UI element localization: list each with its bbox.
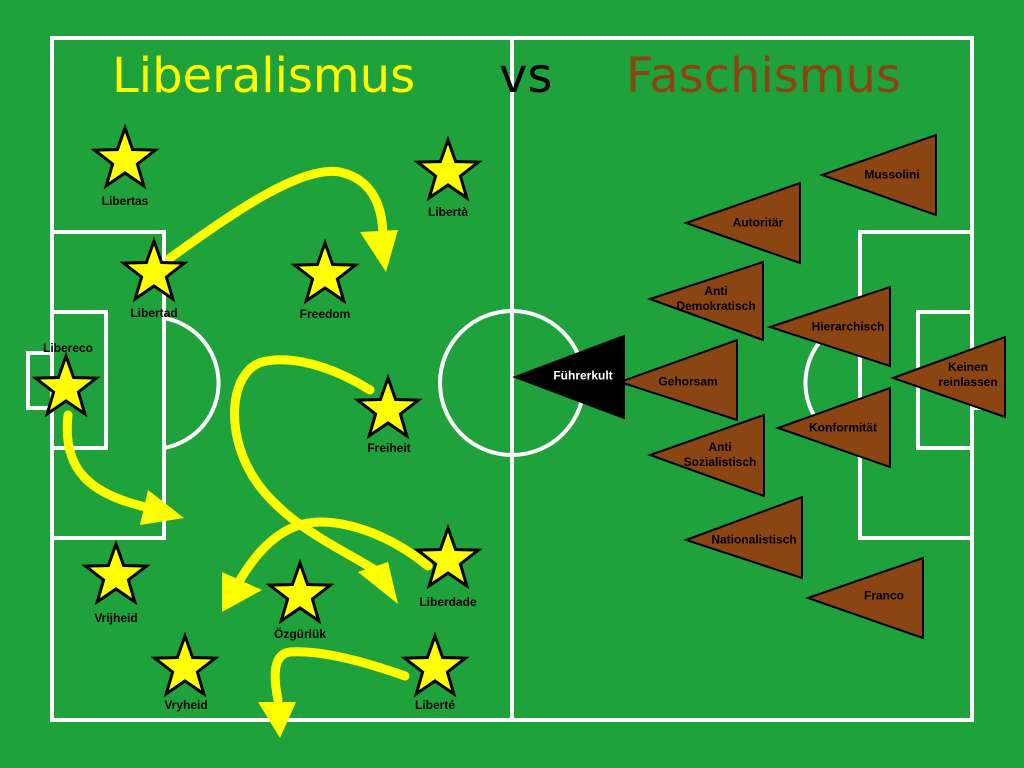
label-libertas: Libertas xyxy=(101,194,149,208)
arrow-freiheit-loop xyxy=(230,355,380,575)
left-penalty-arc xyxy=(163,316,221,450)
label-freedom: Freedom xyxy=(299,307,351,321)
label-vryheid: Vryheid xyxy=(164,698,208,712)
star-ozgurluk xyxy=(265,558,335,625)
fascist-triangles xyxy=(512,133,1006,640)
arrowhead-liberte-curve xyxy=(258,702,296,738)
title-faschismus: Faschismus xyxy=(626,48,901,104)
label-hierarchisch: Hierarchisch xyxy=(811,319,885,334)
label-libereco: Libereco xyxy=(42,341,94,355)
label-mussolini: Mussolini xyxy=(864,167,920,182)
arrow-liberdade-loop xyxy=(235,517,433,585)
label-liberta: Libertà xyxy=(427,205,469,219)
label-freiheit: Freiheit xyxy=(367,441,411,455)
label-ozgurluk: Özgürlük xyxy=(273,627,327,641)
triangle-anti-sozialistisch xyxy=(647,413,765,498)
label-liberdade: Liberdade xyxy=(419,595,477,609)
label-liberte: Liberté xyxy=(414,698,456,712)
label-franco: Franco xyxy=(863,588,905,603)
triangle-franco xyxy=(804,556,924,640)
title-vs: vs xyxy=(499,48,553,104)
label-libertad: Libertad xyxy=(130,306,178,320)
triangle-konformitaet xyxy=(774,386,891,469)
star-libertad xyxy=(119,236,189,303)
triangle-autoritaer xyxy=(682,181,801,265)
star-liberta xyxy=(413,135,483,202)
label-nationalistisch: Nationalistisch xyxy=(711,532,797,547)
star-liberte xyxy=(400,631,470,698)
star-libertas xyxy=(90,123,160,190)
label-konformitaet: Konformität xyxy=(809,420,877,435)
label-anti-sozialistisch: Anti Sozialistisch xyxy=(683,440,757,469)
arrowhead-libereco-down xyxy=(140,490,184,525)
triangle-anti-demokratisch xyxy=(646,260,764,342)
star-freiheit xyxy=(353,373,423,440)
triangle-gehorsam xyxy=(616,338,738,422)
arrowhead-freiheit-loop xyxy=(358,562,398,604)
star-libereco xyxy=(31,351,101,418)
triangle-hierarchisch xyxy=(766,285,891,368)
label-autoritaer: Autoritär xyxy=(732,215,784,230)
star-liberdade xyxy=(413,523,483,590)
star-vrijheid xyxy=(81,539,151,606)
label-keinen-reinlassen: Keinen reinlassen xyxy=(938,360,998,389)
label-fuehrerkult: Führerkult xyxy=(553,368,613,383)
arrowhead-liberdade-loop xyxy=(222,572,262,612)
arrow-libereco-down xyxy=(62,410,155,513)
liberal-stars xyxy=(31,123,483,698)
triangle-nationalistisch xyxy=(682,495,803,580)
label-anti-demokratisch: Anti Demokratisch xyxy=(676,284,756,313)
star-freedom xyxy=(290,238,360,305)
star-vryheid xyxy=(150,631,220,698)
triangle-keinen-reinlassen xyxy=(890,335,1006,419)
arrow-libertad-to-liberta xyxy=(165,166,388,263)
label-vrijheid: Vrijheid xyxy=(94,611,138,625)
triangle-mussolini xyxy=(818,133,937,217)
triangle-fuehrerkult xyxy=(512,334,625,420)
arrow-liberte-curve xyxy=(270,647,410,705)
label-gehorsam: Gehorsam xyxy=(658,374,718,389)
arrowhead-libertad-to-liberta xyxy=(360,230,398,272)
title-liberalismus: Liberalismus xyxy=(112,48,416,104)
play-arrows xyxy=(62,166,433,738)
